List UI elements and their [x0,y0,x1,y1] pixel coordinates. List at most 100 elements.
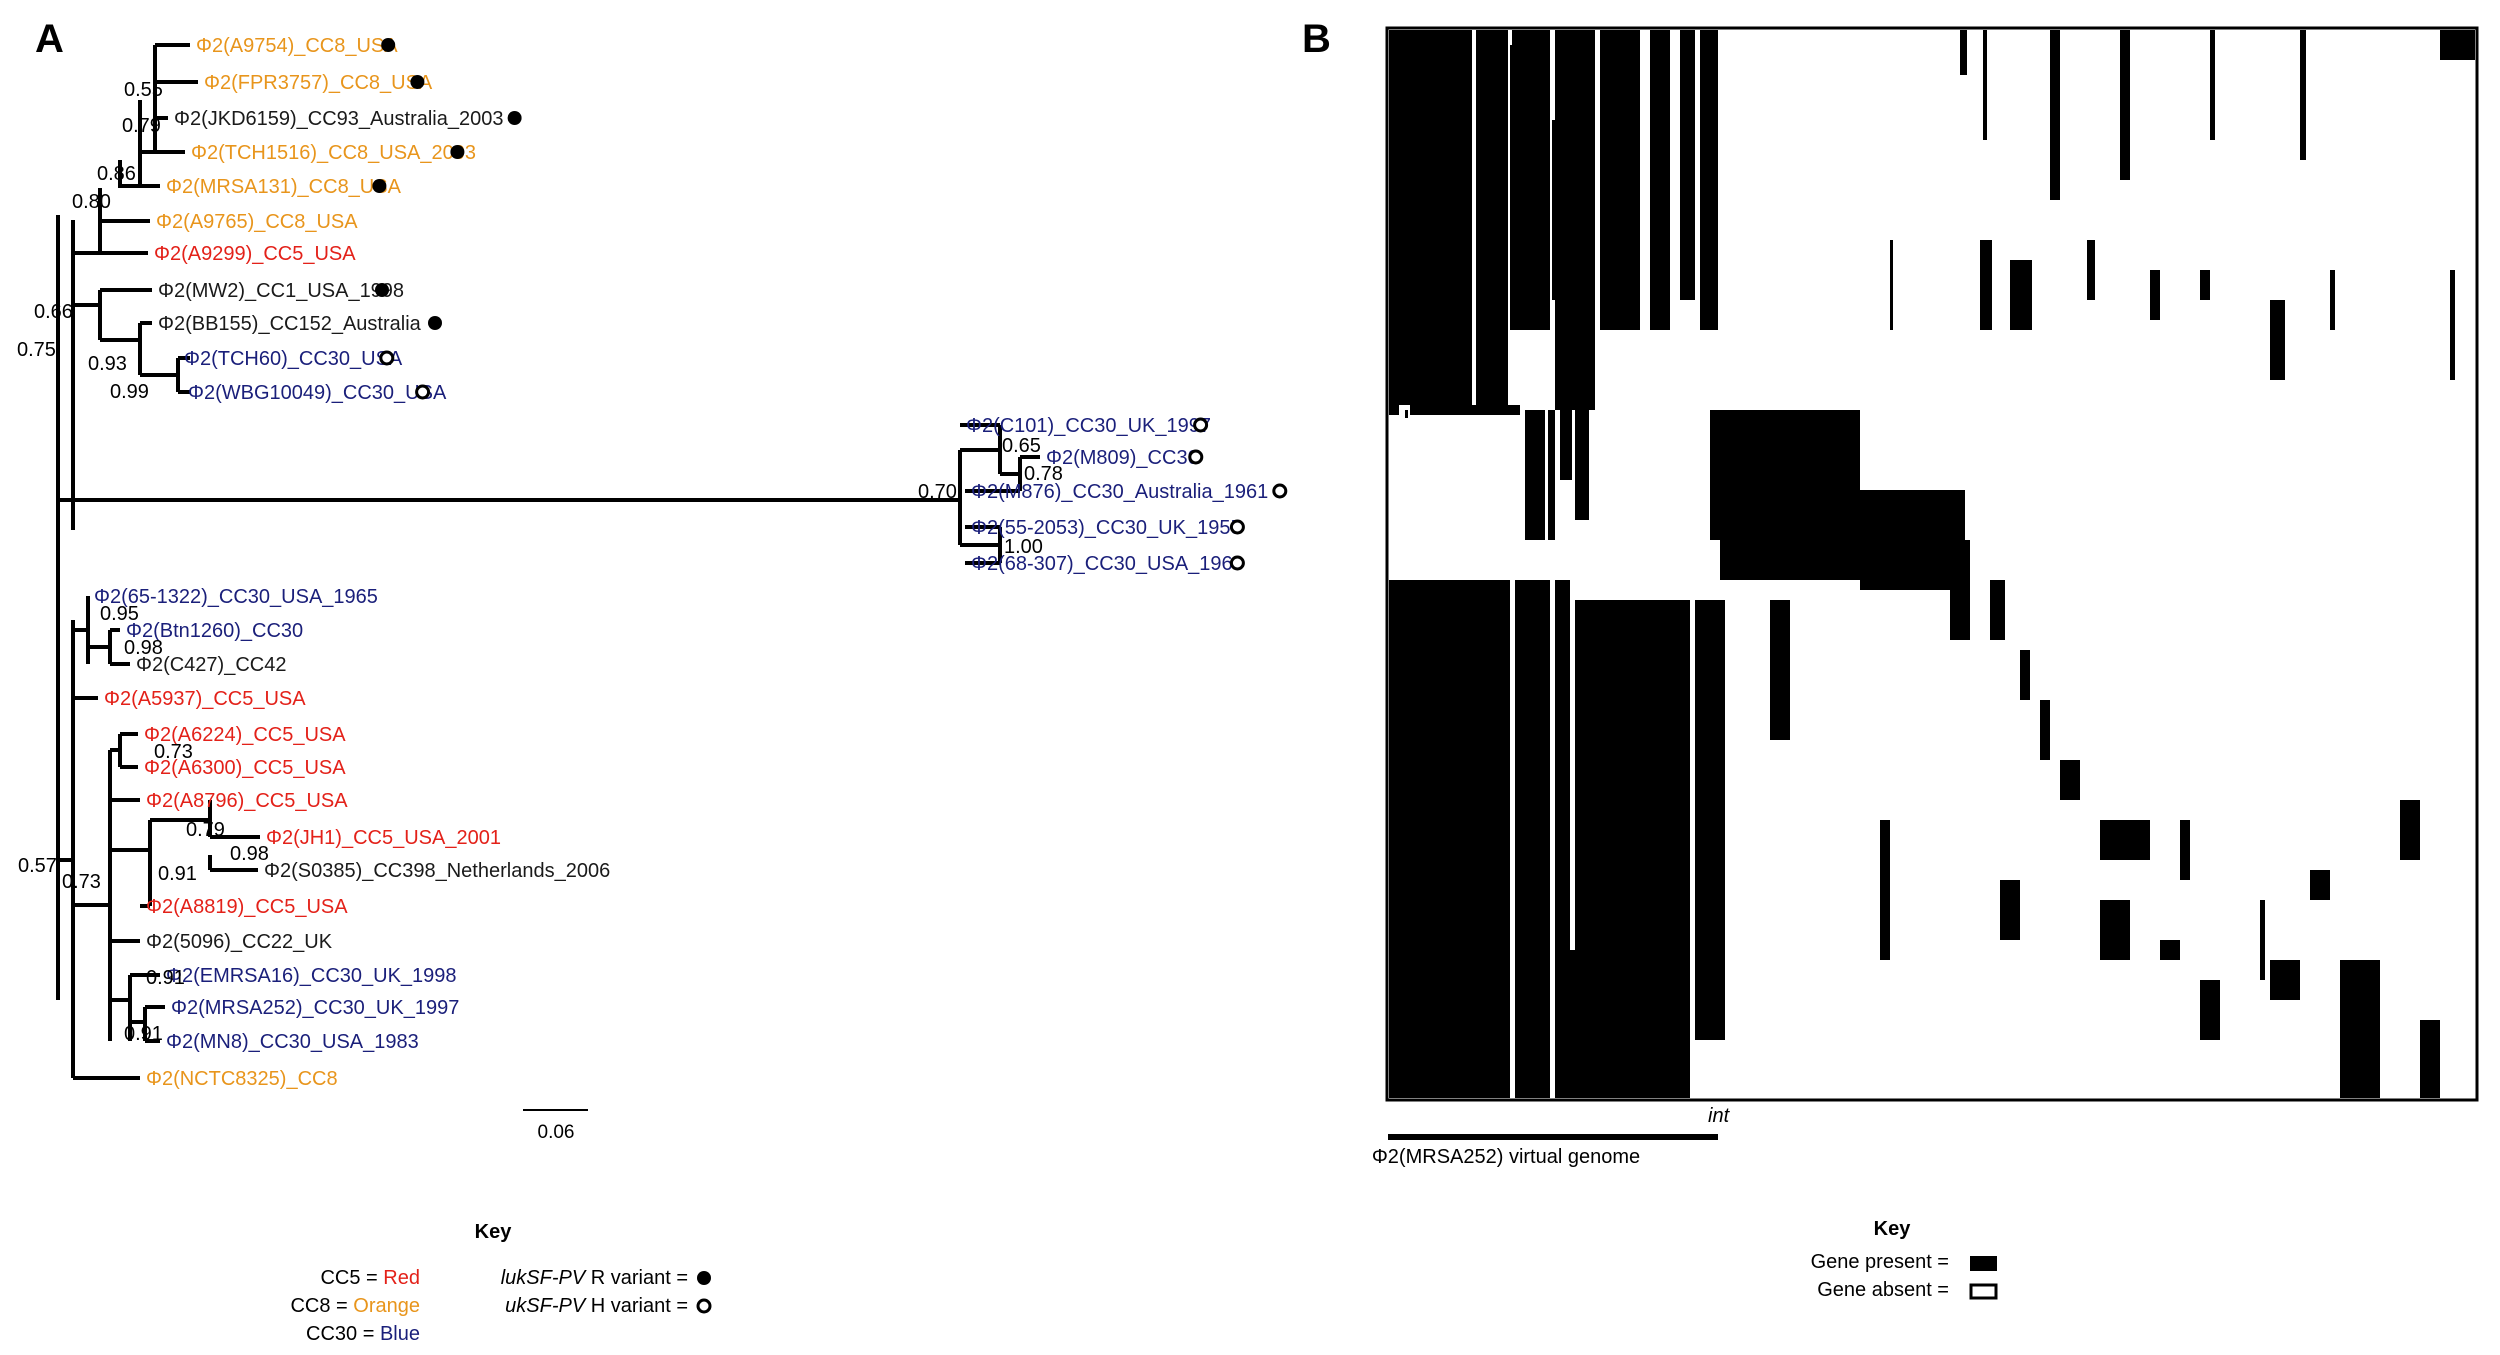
gene-presence-matrix [1389,30,2475,1098]
phylogenetic-tree-panel: A Φ2(A9754)_CC8_USAΦ2(FPR3757)_CC8_USAΦ2… [17,17,1288,1345]
support-value: 0.86 [97,163,136,185]
tree-variant-markers [372,38,1288,571]
gene-present-cell [2420,1020,2440,1098]
support-value: 0.73 [154,741,193,763]
support-value: 0.93 [88,353,127,375]
gene-present-cell [1575,410,1589,520]
open-circle-icon [696,1298,712,1314]
gene-present-cell [2100,900,2130,960]
gene-present-cell [2330,270,2335,330]
gene-present-cell [1575,600,1690,1098]
open-circle-icon [1229,519,1245,535]
support-value: 0.66 [34,301,73,323]
gene-present-cell [2270,300,2285,380]
filled-circle-icon [375,283,389,297]
gene-present-cell [1515,580,1550,1098]
support-value: 0.91 [146,967,185,989]
key-r-variant: lukSF-PV R variant = [501,1267,688,1289]
gene-present-cell [1620,1020,1690,1098]
gene-matrix-panel: B int Φ2(MRSA252) virtual genome Key Gen… [1302,17,2479,1301]
filled-circle-icon [507,111,522,125]
gene-present-cell [2000,880,2020,940]
gene-present-cell [2260,900,2265,980]
tip-label: Φ2(EMRSA16)_CC30_UK_1998 [166,965,457,987]
tip-label: Φ2(MRSA131)_CC8_USA [166,176,402,198]
support-value: 0.98 [230,843,269,865]
open-circle-icon [1188,449,1204,465]
gene-present-cell [2160,940,2180,960]
gene-present-cell [1990,580,2005,640]
tip-label: Φ2(68-307)_CC30_USA_1968 [971,553,1244,575]
gene-present-cell [1560,410,1572,480]
gene-present-cell [2100,820,2150,860]
gene-present-cell [1890,240,1893,330]
tip-label: Φ2(WBG10049)_CC30_USA [188,382,447,404]
gene-present-cell [2010,260,2032,330]
scale-bar-label: 0.06 [538,1122,575,1143]
open-circle-icon [379,350,395,366]
gene-present-cell [1880,820,1890,960]
tip-label: Φ2(NCTC8325)_CC8 [146,1068,338,1090]
gene-present-cell [1389,405,1399,415]
tip-label: Φ2(TCH1516)_CC8_USA_2003 [191,142,476,164]
gene-present-cell [1720,490,1965,580]
gene-present-cell [1389,30,1472,405]
gene-present-cell [2300,30,2306,160]
tip-label: Φ2(A9754)_CC8_USA [196,35,398,57]
key-h-variant: ukSF-PV H variant = [505,1295,688,1317]
tree-branches [56,43,1040,1080]
filled-circle-icon [410,75,425,89]
tip-label: Φ2(A9299)_CC5_USA [154,243,356,265]
support-value: 0.99 [110,381,149,403]
tip-label: Φ2(TCH60)_CC30_USA [184,348,403,370]
gene-present-cell [2020,650,2030,700]
support-value: 0.73 [62,871,101,893]
gene-present-cell [1680,30,1695,300]
tip-label: Φ2(MW2)_CC1_USA_1998 [158,280,404,302]
gene-present-cell [1980,240,1992,330]
tip-label: Φ2(A9765)_CC8_USA [156,211,358,233]
gene-present-cell [2087,240,2095,300]
filled-circle-icon [381,38,396,52]
support-value: 0.95 [100,603,139,625]
panel-a-label: A [35,17,64,61]
support-value: 0.78 [1024,463,1063,485]
key-gene-absent: Gene absent = [1817,1279,1949,1301]
support-value: 0.79 [186,819,225,841]
tip-label: Φ2(S0385)_CC398_Netherlands_2006 [264,860,610,882]
tip-label: Φ2(MRSA252)_CC30_UK_1997 [171,997,459,1019]
gene-present-cell [1548,410,1555,540]
gene-present-cell [1600,30,1640,330]
gene-present-cell [1555,30,1595,410]
panel-b-label: B [1302,17,1331,61]
gene-present-cell [2270,960,2300,1000]
key-gene-present: Gene present = [1811,1251,1949,1273]
tip-label: Φ2(A6300)_CC5_USA [144,757,346,779]
filled-circle-icon [428,316,442,330]
gene-present-cell [1650,30,1670,330]
tip-label: Φ2(5096)_CC22_UK [146,931,333,953]
tip-label: Φ2(65-1322)_CC30_USA_1965 [94,586,378,608]
gene-present-cell [1389,580,1510,1098]
tip-label: Φ2(BB155)_CC152_Australia [158,313,422,335]
tree-tip-labels: Φ2(A9754)_CC8_USA Φ2(FPR3757)_CC8_USA Φ2(J… [94,35,1268,1090]
tip-label: Φ2(MN8)_CC30_USA_1983 [166,1031,419,1053]
gene-present-cell [1552,120,1556,300]
support-value: 1.00 [1004,536,1043,558]
gene-present-cell [1410,405,1520,415]
key-cc5: CC5 = Red [320,1267,420,1289]
open-circle-icon [1229,555,1245,571]
support-value: 0.55 [124,79,163,101]
support-value: 0.75 [17,339,56,361]
int-label: int [1708,1105,1731,1127]
gene-present-cell [2340,960,2380,1098]
tip-label: Φ2(JKD6159)_CC93_Australia_2003 [174,108,503,130]
filled-circle-icon [697,1271,711,1285]
gene-present-cell [1512,30,1550,330]
tip-label: Φ2(FPR3757)_CC8_USA [204,72,433,94]
virtual-genome-label: Φ2(MRSA252) virtual genome [1372,1146,1640,1168]
support-value: 0.80 [72,191,111,213]
gene-present-cell [2200,270,2210,300]
